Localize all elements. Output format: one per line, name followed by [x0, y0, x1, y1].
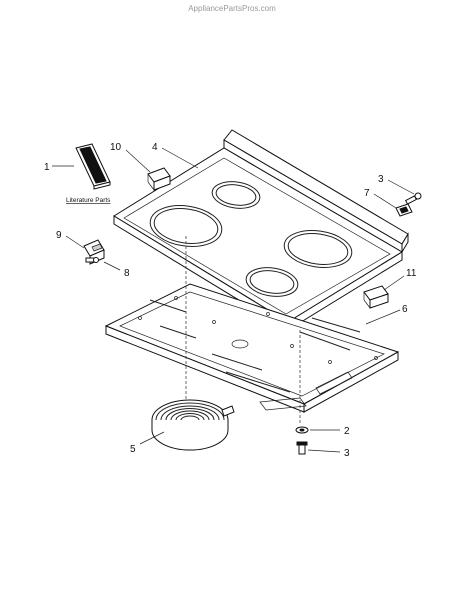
burner-right-rear — [283, 230, 353, 268]
callout-2: 2 — [344, 426, 350, 437]
callout-4: 4 — [152, 142, 158, 153]
burner-left-front — [149, 205, 223, 247]
callout-10: 10 — [110, 142, 122, 153]
burner-box-pan — [104, 283, 400, 413]
literature-parts-label: Literature Parts — [66, 197, 111, 204]
callout-1: 1 — [44, 162, 50, 173]
callout-6: 6 — [402, 304, 408, 315]
callout-7: 7 — [364, 188, 370, 199]
leader-lines — [52, 147, 415, 453]
screw-3-upper — [404, 192, 422, 205]
callout-11: 11 — [406, 268, 417, 279]
callout-5: 5 — [130, 444, 136, 455]
literature-parts-booklet — [75, 143, 111, 190]
callout-numbers: 1 10 4 3 7 9 8 11 6 5 2 3 — [44, 142, 417, 459]
burner-left-rear — [211, 181, 261, 209]
watermark-text: AppliancePartsPros.com — [188, 4, 276, 13]
cooktop-main-top — [113, 129, 409, 331]
hold-down-bracket-10 — [147, 167, 171, 191]
washer-2 — [295, 426, 309, 434]
surface-element-5 — [151, 399, 235, 451]
bracket-11 — [363, 285, 389, 309]
screw-8 — [85, 257, 99, 263]
callout-9: 9 — [56, 230, 62, 241]
callout-3-lower: 3 — [344, 448, 350, 459]
callout-3-upper: 3 — [378, 174, 384, 185]
callout-8: 8 — [124, 268, 130, 279]
clip-7 — [395, 203, 413, 217]
screw-3-lower — [296, 441, 308, 455]
burner-right-front — [245, 267, 299, 297]
